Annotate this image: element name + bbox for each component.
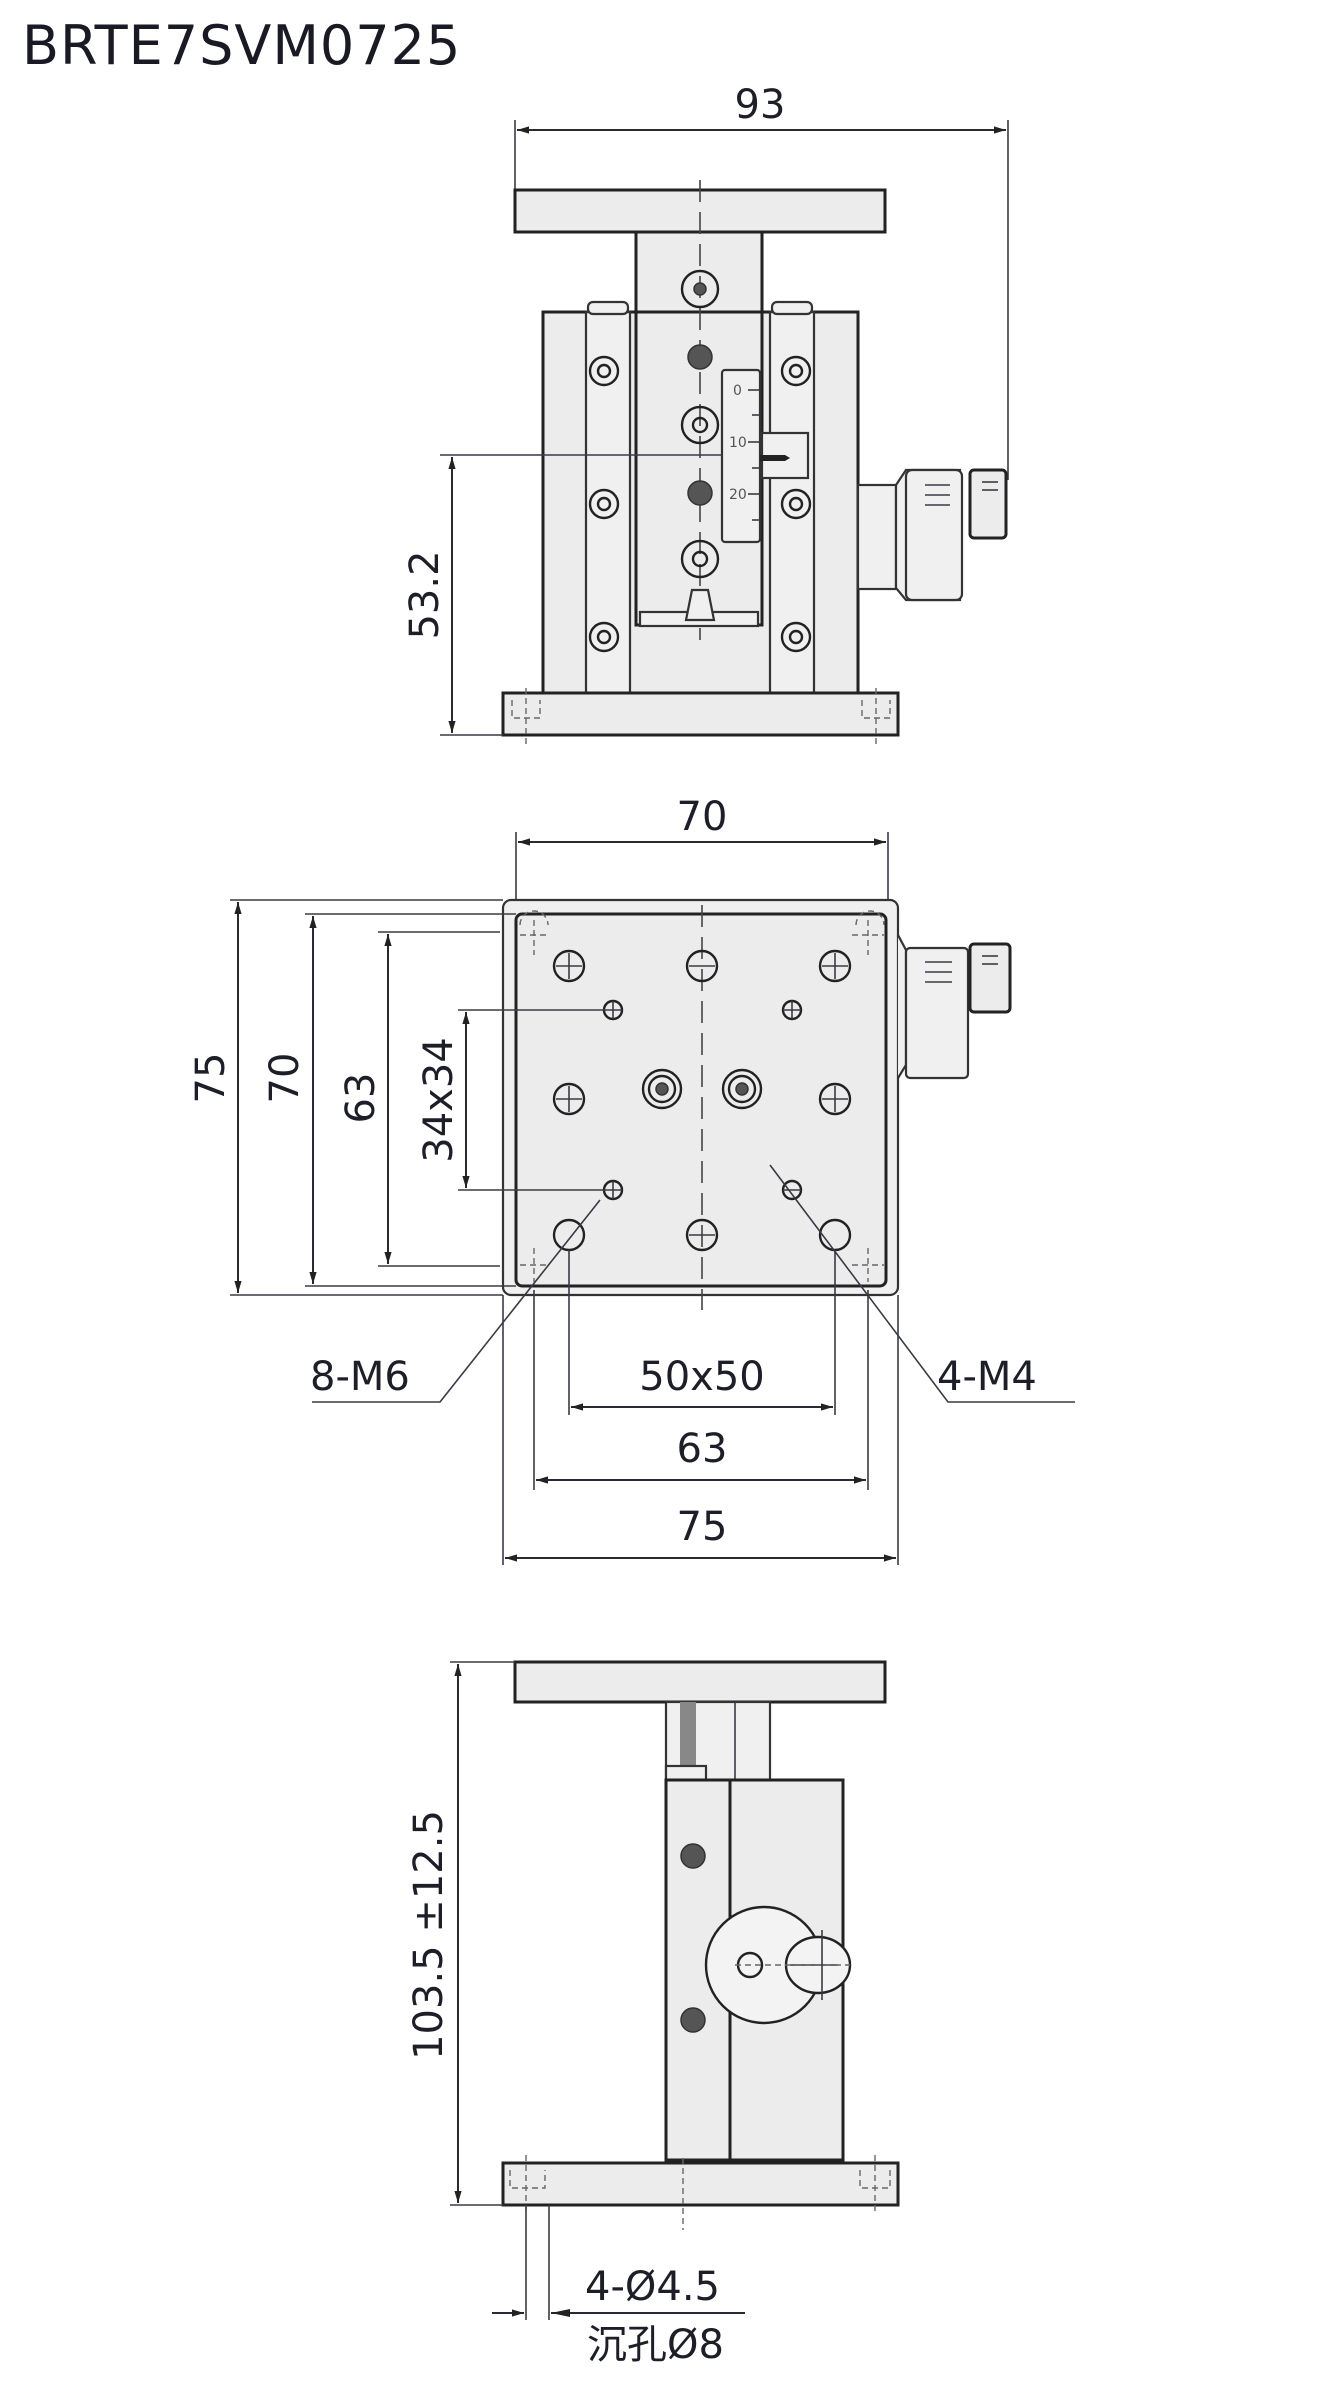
rail-screws xyxy=(588,355,812,653)
dim-base-hole-pitch-v: 63 xyxy=(338,1073,384,1124)
callout-m4: 4-M4 xyxy=(937,1354,1037,1400)
dim-base-width: 75 xyxy=(677,1504,728,1550)
dim-top-width: 70 xyxy=(677,794,728,840)
callout-counterbore: 沉孔Ø8 xyxy=(587,2322,724,2368)
scale-mark-0: 0 xyxy=(733,383,742,399)
callout-m6: 8-M6 xyxy=(310,1354,410,1400)
dim-outer-height: 75 xyxy=(188,1053,234,1104)
micrometer-plan xyxy=(897,934,1012,1080)
plan-view: 70 xyxy=(188,794,1075,1565)
side-top-plate xyxy=(513,1660,887,1704)
dim-height-to-pointer: 53.2 xyxy=(402,550,448,639)
front-view: 93 xyxy=(402,82,1009,745)
dim-m4-pitch: 34x34 xyxy=(416,1037,462,1162)
base-plate xyxy=(501,691,900,737)
dim-inner-height: 70 xyxy=(262,1053,308,1104)
dim-travel-height: 103.5 ±12.5 xyxy=(406,1810,452,2060)
callout-mount-hole: 4-Ø4.5 xyxy=(585,2264,720,2310)
scale-mark-20: 20 xyxy=(729,487,747,503)
dim-overall-width: 93 xyxy=(735,82,786,128)
vernier-scale: 0 10 20 xyxy=(720,368,810,544)
side-micrometer xyxy=(704,1905,852,2025)
side-base-plate xyxy=(501,2161,900,2207)
dim-m6-pitch: 50x50 xyxy=(639,1354,764,1400)
dim-base-hole-pitch-h: 63 xyxy=(677,1426,728,1472)
model-title: BRTE7SVM0725 xyxy=(22,14,462,77)
micrometer-knob xyxy=(856,468,1008,602)
scale-mark-10: 10 xyxy=(729,435,747,451)
top-plate-plan xyxy=(514,912,888,1288)
side-view: 103.5 ±12.5 4-Ø4.5 沉孔Ø8 xyxy=(406,1660,900,2368)
